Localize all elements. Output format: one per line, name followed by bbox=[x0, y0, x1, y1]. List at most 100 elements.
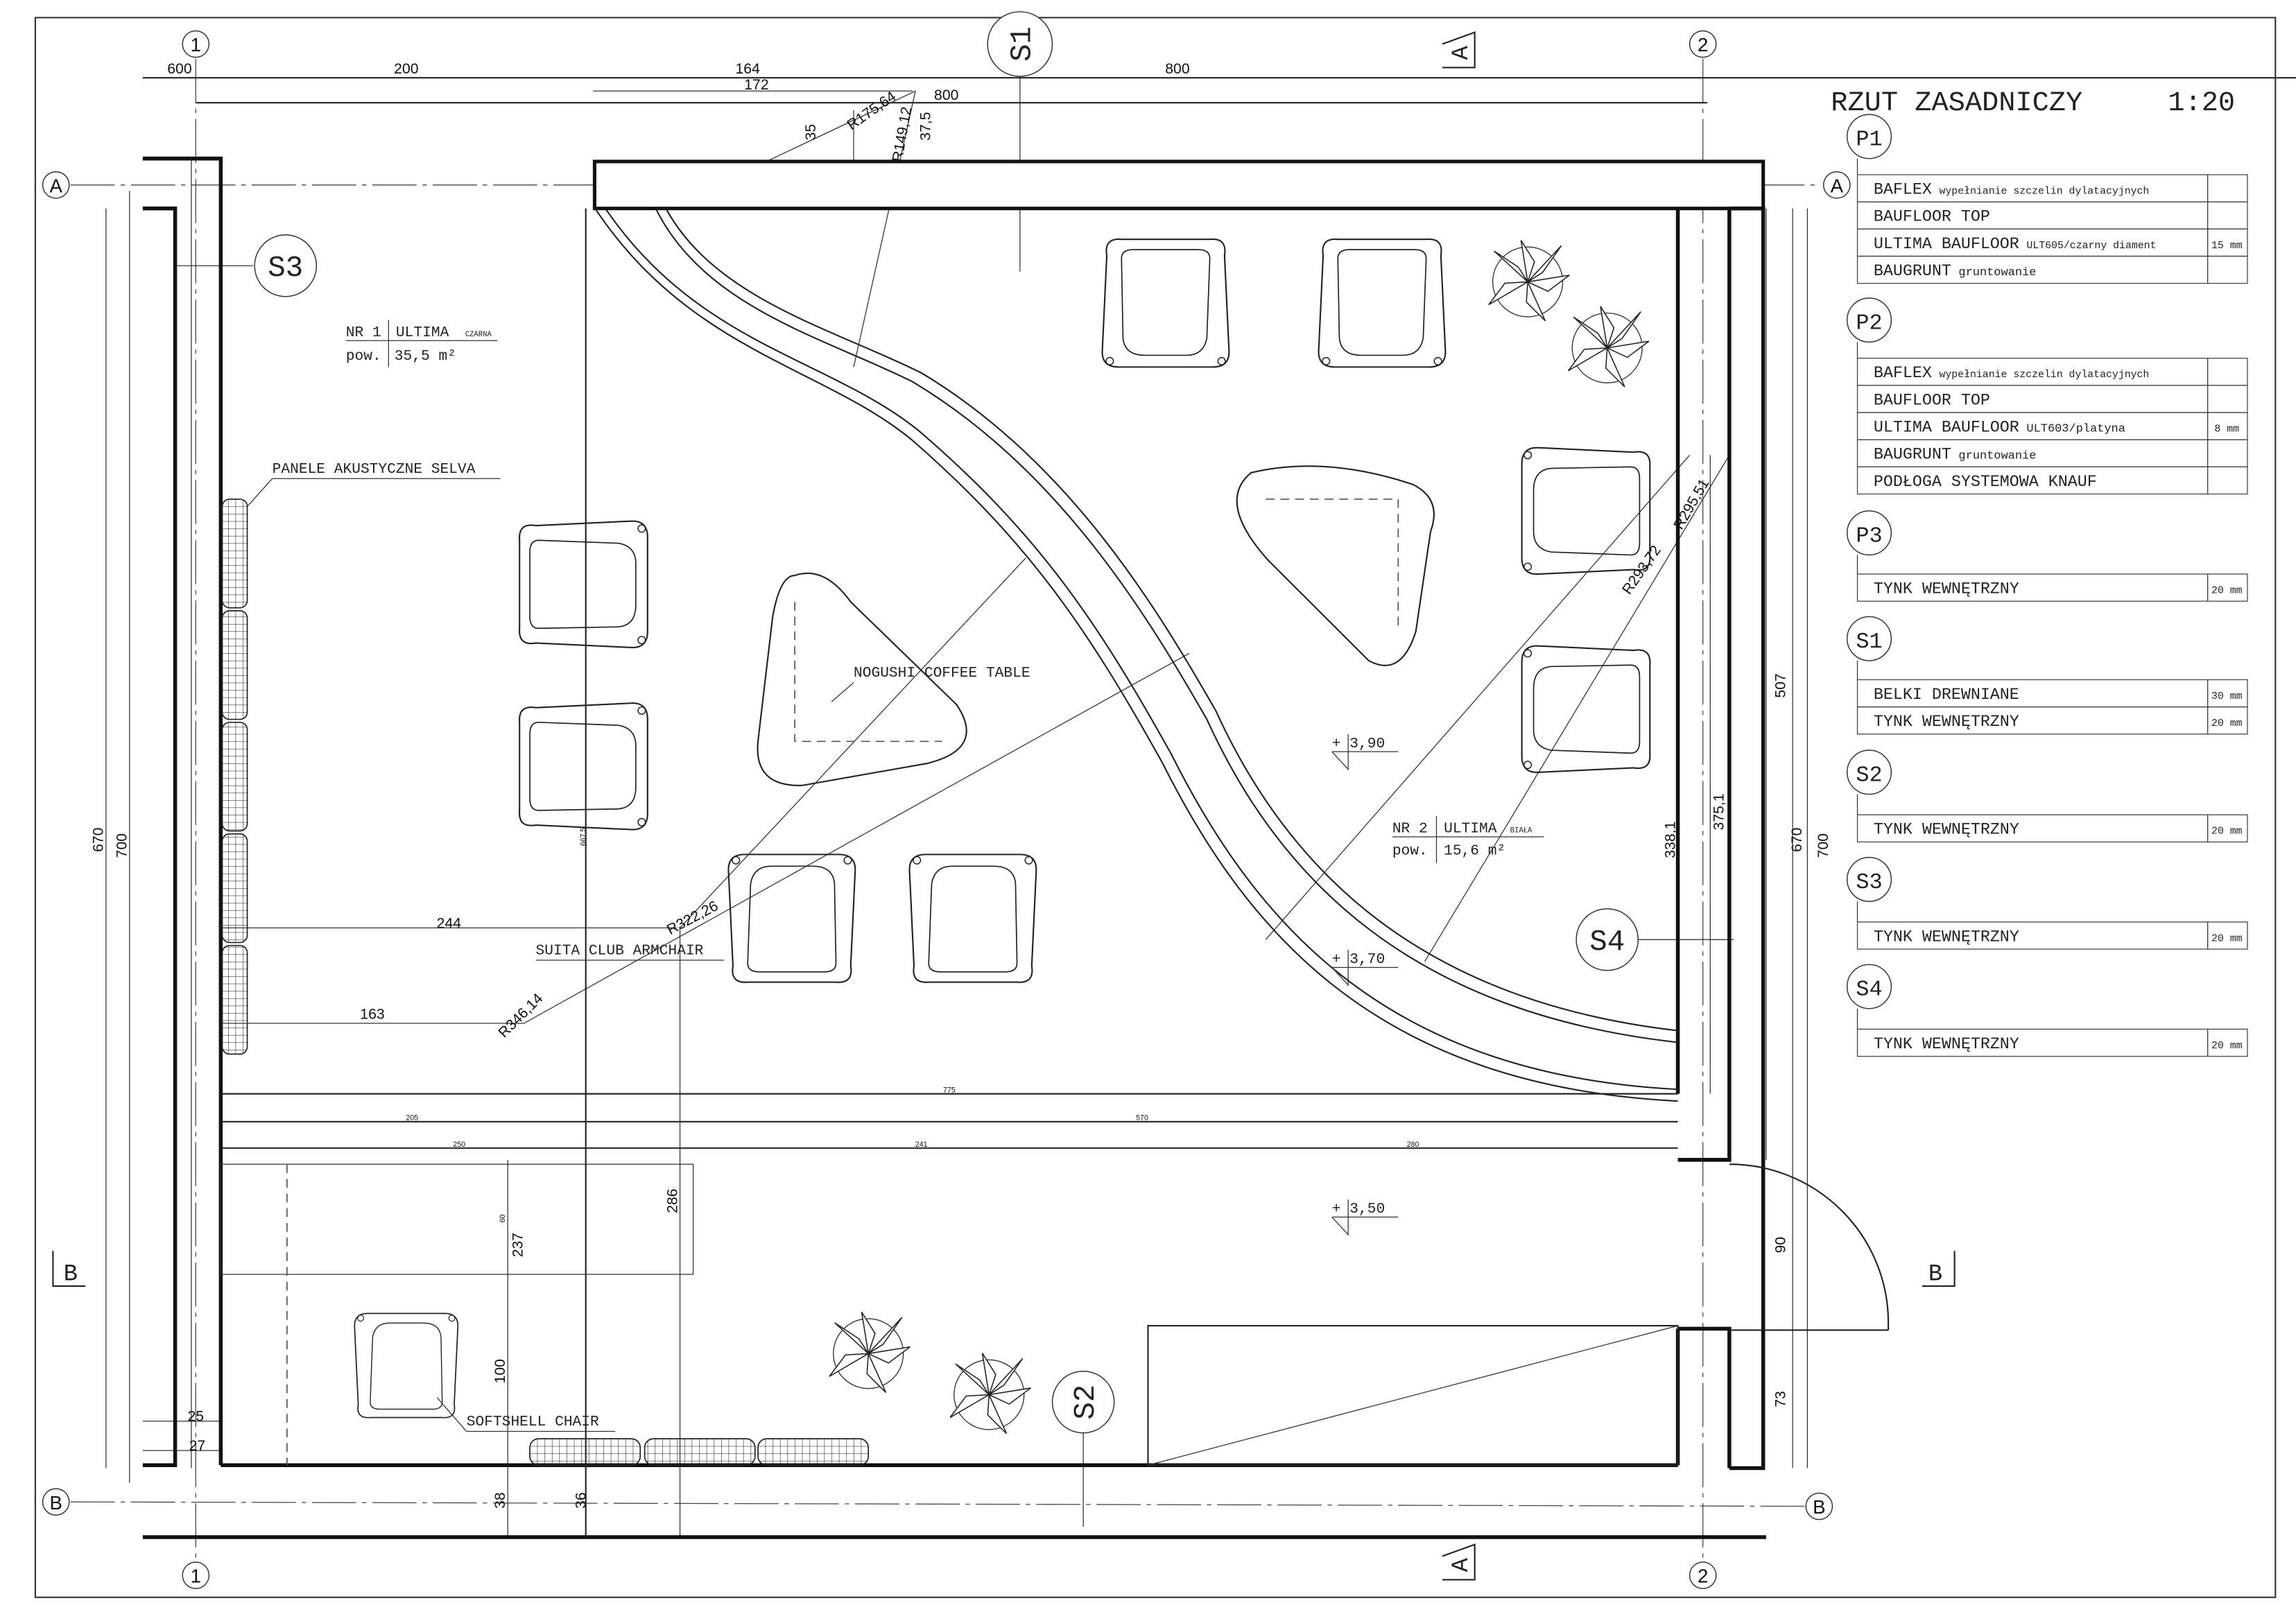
armchair bbox=[727, 853, 856, 983]
svg-text:A: A bbox=[49, 175, 62, 196]
axis-bubble-1-top: 1 bbox=[182, 30, 210, 58]
section-s4: S4 bbox=[1576, 908, 1639, 971]
svg-text:S2: S2 bbox=[1069, 1385, 1103, 1420]
dimension-value: 280 bbox=[1407, 1141, 1419, 1149]
dimension-value: 800 bbox=[934, 87, 958, 103]
legend-id: S4 bbox=[1856, 978, 1882, 1003]
legend-material-note: ULT605/czarny diament bbox=[2026, 241, 2156, 252]
dimension-value: 700 bbox=[1815, 833, 1831, 858]
dimension-value: 670 bbox=[1789, 828, 1805, 852]
legend-row bbox=[1856, 573, 2248, 602]
sheet-frame bbox=[34, 17, 2277, 1598]
section-markers: S1 S2 S3 S4 A A B B bbox=[52, 11, 1956, 1581]
legend-thickness: 30 mm bbox=[2211, 691, 2243, 702]
dimension-lines bbox=[105, 76, 2296, 1538]
axis-bubble-b-right: B bbox=[1805, 1492, 1833, 1520]
wall-top bbox=[592, 159, 1766, 211]
axis-bubble-b-left: B bbox=[42, 1488, 70, 1516]
dimension-value: 90 bbox=[1772, 1237, 1788, 1254]
dimension-value: 100 bbox=[492, 1359, 508, 1383]
legend-thickness: 8 mm bbox=[2214, 424, 2239, 435]
legend-row bbox=[1856, 1028, 2248, 1057]
dimension-value: 38 bbox=[492, 1492, 508, 1509]
level-mark: + 3,70 bbox=[1331, 950, 1399, 987]
cut-b-left: B bbox=[52, 1251, 86, 1288]
legend-material: TYNK WEWNĘTRZNY bbox=[1874, 713, 2019, 731]
armchair bbox=[1521, 447, 1651, 575]
dimension-value: 667,5 bbox=[580, 828, 588, 847]
svg-text:pow.: pow. bbox=[1392, 842, 1428, 859]
level-mark: + 3,50 bbox=[1331, 1199, 1399, 1236]
section-s2: S2 bbox=[1051, 1370, 1115, 1434]
legend-marker bbox=[1846, 856, 1892, 902]
svg-text:2: 2 bbox=[1698, 34, 1708, 55]
plant bbox=[1567, 306, 1650, 388]
dimension-value: 570 bbox=[1136, 1114, 1148, 1123]
svg-text:+ 3,70: + 3,70 bbox=[1332, 951, 1385, 968]
dimension-value: 244 bbox=[437, 915, 462, 931]
svg-text:B: B bbox=[49, 1492, 62, 1514]
legend-row bbox=[1856, 814, 2248, 843]
legend-marker bbox=[1846, 114, 1892, 159]
curved-floor-joint bbox=[595, 209, 1678, 1102]
legend-id: S3 bbox=[1856, 870, 1882, 895]
plant bbox=[949, 1352, 1032, 1435]
dimension-value: 800 bbox=[1165, 61, 1189, 77]
legend-row bbox=[1856, 921, 2248, 950]
svg-text:NR 1: NR 1 bbox=[346, 324, 381, 341]
dimension-value: 172 bbox=[744, 77, 768, 93]
label-armchair: SUITA CLUB ARMCHAIR bbox=[536, 942, 704, 959]
legend-material: BELKI DREWNIANE bbox=[1874, 686, 2019, 704]
legend-id: S1 bbox=[1856, 630, 1882, 655]
dimension-value: 670 bbox=[91, 828, 107, 852]
legend-material: TYNK WEWNĘTRZNY bbox=[1874, 580, 2019, 598]
legend-material-note: wypełnianie szczelin dylatacyjnych bbox=[1939, 187, 2149, 198]
coffee-table bbox=[1236, 465, 1435, 666]
svg-text:S1: S1 bbox=[1006, 26, 1039, 62]
legend-marker bbox=[1846, 616, 1892, 661]
axis-bubble-a-left: A bbox=[42, 171, 70, 199]
room-tag-2: NR 2 ULTIMA BIAŁA pow. 15,6 m² bbox=[1392, 816, 1544, 864]
legend-material: TYNK WEWNĘTRZNY bbox=[1874, 1035, 2019, 1053]
axis-bubble-a-right: A bbox=[1822, 171, 1851, 199]
legend-thickness: 20 mm bbox=[2211, 1041, 2243, 1052]
dimension-value: 775 bbox=[943, 1086, 956, 1094]
plant bbox=[1488, 239, 1571, 322]
svg-text:+ 3,90: + 3,90 bbox=[1332, 736, 1385, 752]
door bbox=[1729, 1163, 1890, 1331]
legend-material: PODŁOGA SYSTEMOWA KNAUF bbox=[1874, 473, 2097, 491]
storage-block bbox=[1147, 1325, 1679, 1466]
legend-id: P1 bbox=[1856, 128, 1882, 153]
svg-text:+ 3,50: + 3,50 bbox=[1332, 1201, 1385, 1217]
dimension-value: 200 bbox=[394, 61, 418, 77]
dimension-value: R175,64 bbox=[845, 88, 899, 133]
svg-text:CZARNA: CZARNA bbox=[465, 331, 492, 339]
cut-a-bottom: A bbox=[1442, 1543, 1476, 1581]
dimension-value: 338,1 bbox=[1662, 822, 1678, 858]
bench bbox=[220, 1163, 694, 1466]
legend-marker bbox=[1846, 510, 1892, 556]
legend-row bbox=[1856, 706, 2248, 735]
svg-text:2: 2 bbox=[1698, 1566, 1708, 1587]
dimension-value: 250 bbox=[453, 1141, 465, 1149]
furniture bbox=[220, 238, 1679, 1466]
armchair bbox=[1101, 238, 1230, 368]
legend-row bbox=[1856, 255, 2248, 284]
label-acoustic-panels: PANELE AKUSTYCZNE SELVA bbox=[273, 461, 476, 478]
svg-text:A: A bbox=[1449, 1557, 1475, 1572]
svg-text:35,5 m²: 35,5 m² bbox=[395, 348, 456, 365]
legend-id: S2 bbox=[1856, 763, 1882, 788]
dimension-value: 600 bbox=[167, 61, 191, 77]
dimension-value: 27 bbox=[189, 1438, 206, 1454]
room-tag-1: NR 1 ULTIMA CZARNA pow. 35,5 m² bbox=[346, 320, 498, 367]
